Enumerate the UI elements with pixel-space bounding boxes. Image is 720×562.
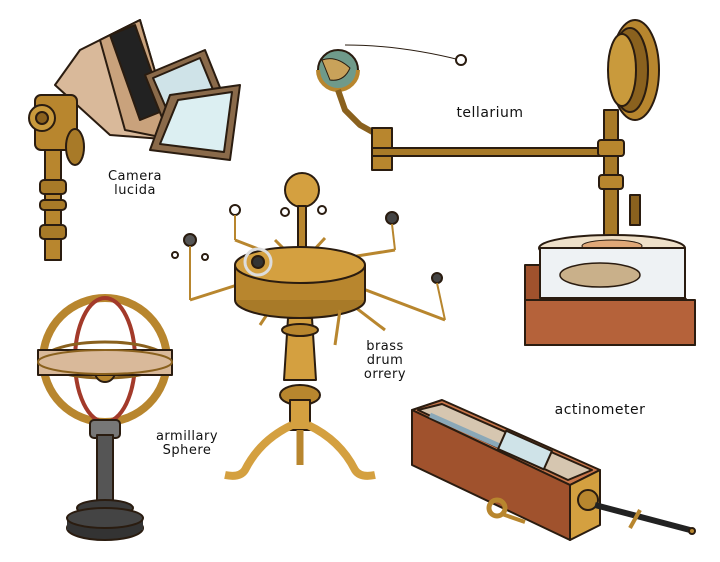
actinometer-drawing xyxy=(411,399,696,541)
camera-lucida-drawing xyxy=(28,19,241,261)
label-brass-drum-orrery: brass drum orrery xyxy=(363,339,407,382)
brass-drum-orrery-drawing xyxy=(171,172,446,480)
label-camera-lucida: Camera lucida xyxy=(107,169,163,198)
label-armillary-sphere: armillary Sphere xyxy=(155,429,219,458)
tellarium-drawing xyxy=(316,19,696,346)
label-actinometer: actinometer xyxy=(554,402,646,418)
armillary-sphere-drawing xyxy=(37,294,173,541)
label-tellarium: tellarium xyxy=(456,105,524,121)
